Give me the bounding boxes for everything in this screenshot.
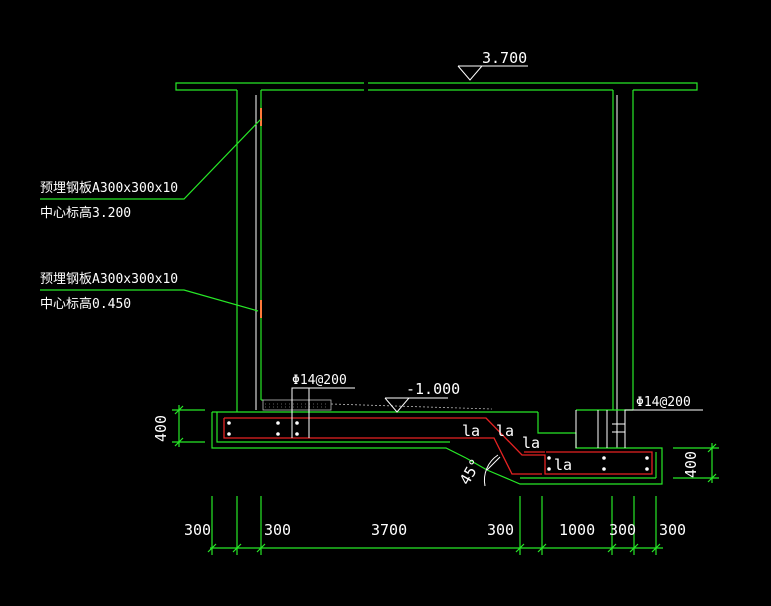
plate-2-elevation: 中心标高0.450 — [40, 296, 131, 312]
elevation-bottom-label: -1.000 — [406, 380, 460, 398]
slope-angle-label: 45° — [456, 456, 485, 488]
dimension-bottom — [207, 496, 663, 555]
plate-1-elevation: 中心标高3.200 — [40, 205, 131, 221]
elevation-marker-bottom — [384, 397, 448, 413]
plate-leader-lines — [40, 118, 262, 312]
dimension-left — [172, 405, 205, 447]
anchorage-label-1: la — [462, 422, 480, 440]
rebar-label-left: Φ14@200 — [292, 373, 347, 388]
dim-bottom-5: 1000 — [559, 521, 595, 539]
anchorage-label-3: la — [522, 434, 540, 452]
plate-1-spec: 预埋钢板A300x300x10 — [40, 181, 178, 196]
rebar-lines — [223, 417, 653, 475]
dim-bottom-3: 3700 — [371, 521, 407, 539]
rebar-label-right: Φ14@200 — [636, 395, 691, 410]
slab-thickness-left: 400 — [152, 415, 170, 442]
right-wall — [612, 90, 634, 448]
base-slab — [211, 409, 663, 485]
slab-thickness-right: 400 — [682, 451, 700, 478]
rebar-leaders — [291, 387, 703, 448]
dim-bottom-7: 300 — [659, 521, 686, 539]
dim-bottom-4: 300 — [487, 521, 514, 539]
left-wall — [236, 90, 263, 412]
floor-finish-hatch — [262, 399, 493, 411]
dimension-right — [673, 443, 719, 483]
dim-bottom-1: 300 — [184, 521, 211, 539]
elevation-marker-top — [457, 65, 528, 81]
slope-angle-arc — [483, 454, 501, 487]
anchorage-label-4: la — [554, 456, 572, 474]
top-slab — [175, 82, 698, 91]
rebar-dots — [227, 421, 649, 471]
dim-bottom-6: 300 — [609, 521, 636, 539]
plate-2-spec: 预埋钢板A300x300x10 — [40, 272, 178, 287]
elevation-top-label: 3.700 — [482, 49, 527, 67]
anchorage-label-2: la — [496, 422, 514, 440]
dim-bottom-2: 300 — [264, 521, 291, 539]
